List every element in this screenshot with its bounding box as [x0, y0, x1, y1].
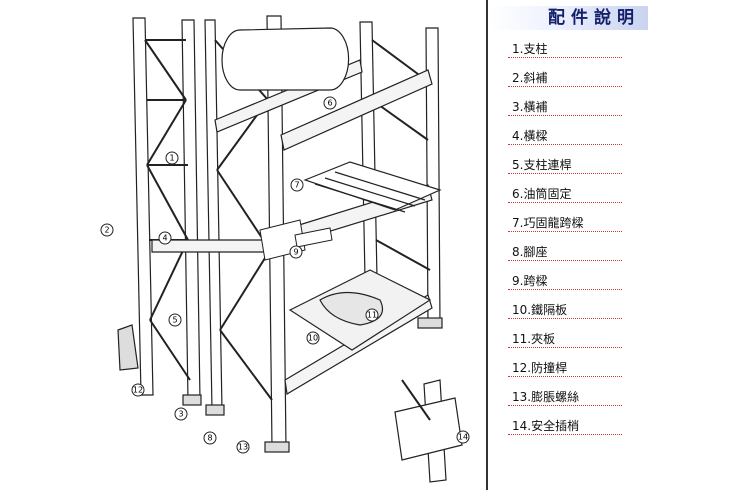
legend-item: 10.鐵隔板: [502, 295, 622, 324]
legend-item: 11.夾板: [502, 324, 622, 353]
legend-item: 4.橫樑: [502, 121, 622, 150]
callout-11: 11: [367, 311, 377, 320]
upright-left-front: [181, 19, 201, 401]
callout-3: 3: [178, 410, 183, 419]
rack-diagram: 1 2 3 4 5 6 7 8 9 10 11 12 13 14: [100, 15, 470, 483]
callout-14: 14: [458, 433, 468, 442]
legend-item: 12.防撞桿: [502, 353, 622, 382]
legend-item: 13.膨脹螺絲: [502, 382, 622, 411]
callout-10: 10: [308, 334, 318, 343]
legend-panel: 配件說明 1.支柱 2.斜補 3.橫補 4.橫樑 5.支柱連桿 6.油筒固定 7…: [490, 0, 746, 490]
beam-top: [280, 69, 433, 151]
callout-8: 8: [207, 434, 212, 443]
detail-beam: [394, 397, 463, 461]
upright-mid-back: [204, 19, 223, 411]
legend-item: 6.油筒固定: [502, 179, 622, 208]
callout-13: 13: [238, 443, 248, 452]
legend-item: 8.腳座: [502, 237, 622, 266]
upright-left-back: [132, 17, 154, 396]
legend-title: 配件說明: [490, 6, 648, 30]
callout-9: 9: [293, 248, 298, 257]
legend-item: 2.斜補: [502, 63, 622, 92]
panel-divider: [486, 0, 488, 490]
legend-item: 9.跨樑: [502, 266, 622, 295]
legend-item: 14.安全插梢: [502, 411, 622, 440]
base-plate: [182, 394, 202, 406]
callout-5: 5: [172, 316, 177, 325]
callout-6: 6: [327, 99, 332, 108]
oil-drum-body: [239, 27, 350, 91]
legend-list: 1.支柱 2.斜補 3.橫補 4.橫樑 5.支柱連桿 6.油筒固定 7.巧固龍跨…: [502, 34, 622, 440]
legend-item: 3.橫補: [502, 92, 622, 121]
guard-post: [117, 324, 139, 371]
callout-4: 4: [162, 234, 167, 243]
callout-7: 7: [294, 181, 299, 190]
callout-2: 2: [104, 226, 109, 235]
callout-12: 12: [133, 386, 143, 395]
legend-item: 5.支柱連桿: [502, 150, 622, 179]
callout-1: 1: [169, 154, 174, 163]
legend-item: 1.支柱: [502, 34, 622, 63]
legend-item: 7.巧固龍跨樑: [502, 208, 622, 237]
